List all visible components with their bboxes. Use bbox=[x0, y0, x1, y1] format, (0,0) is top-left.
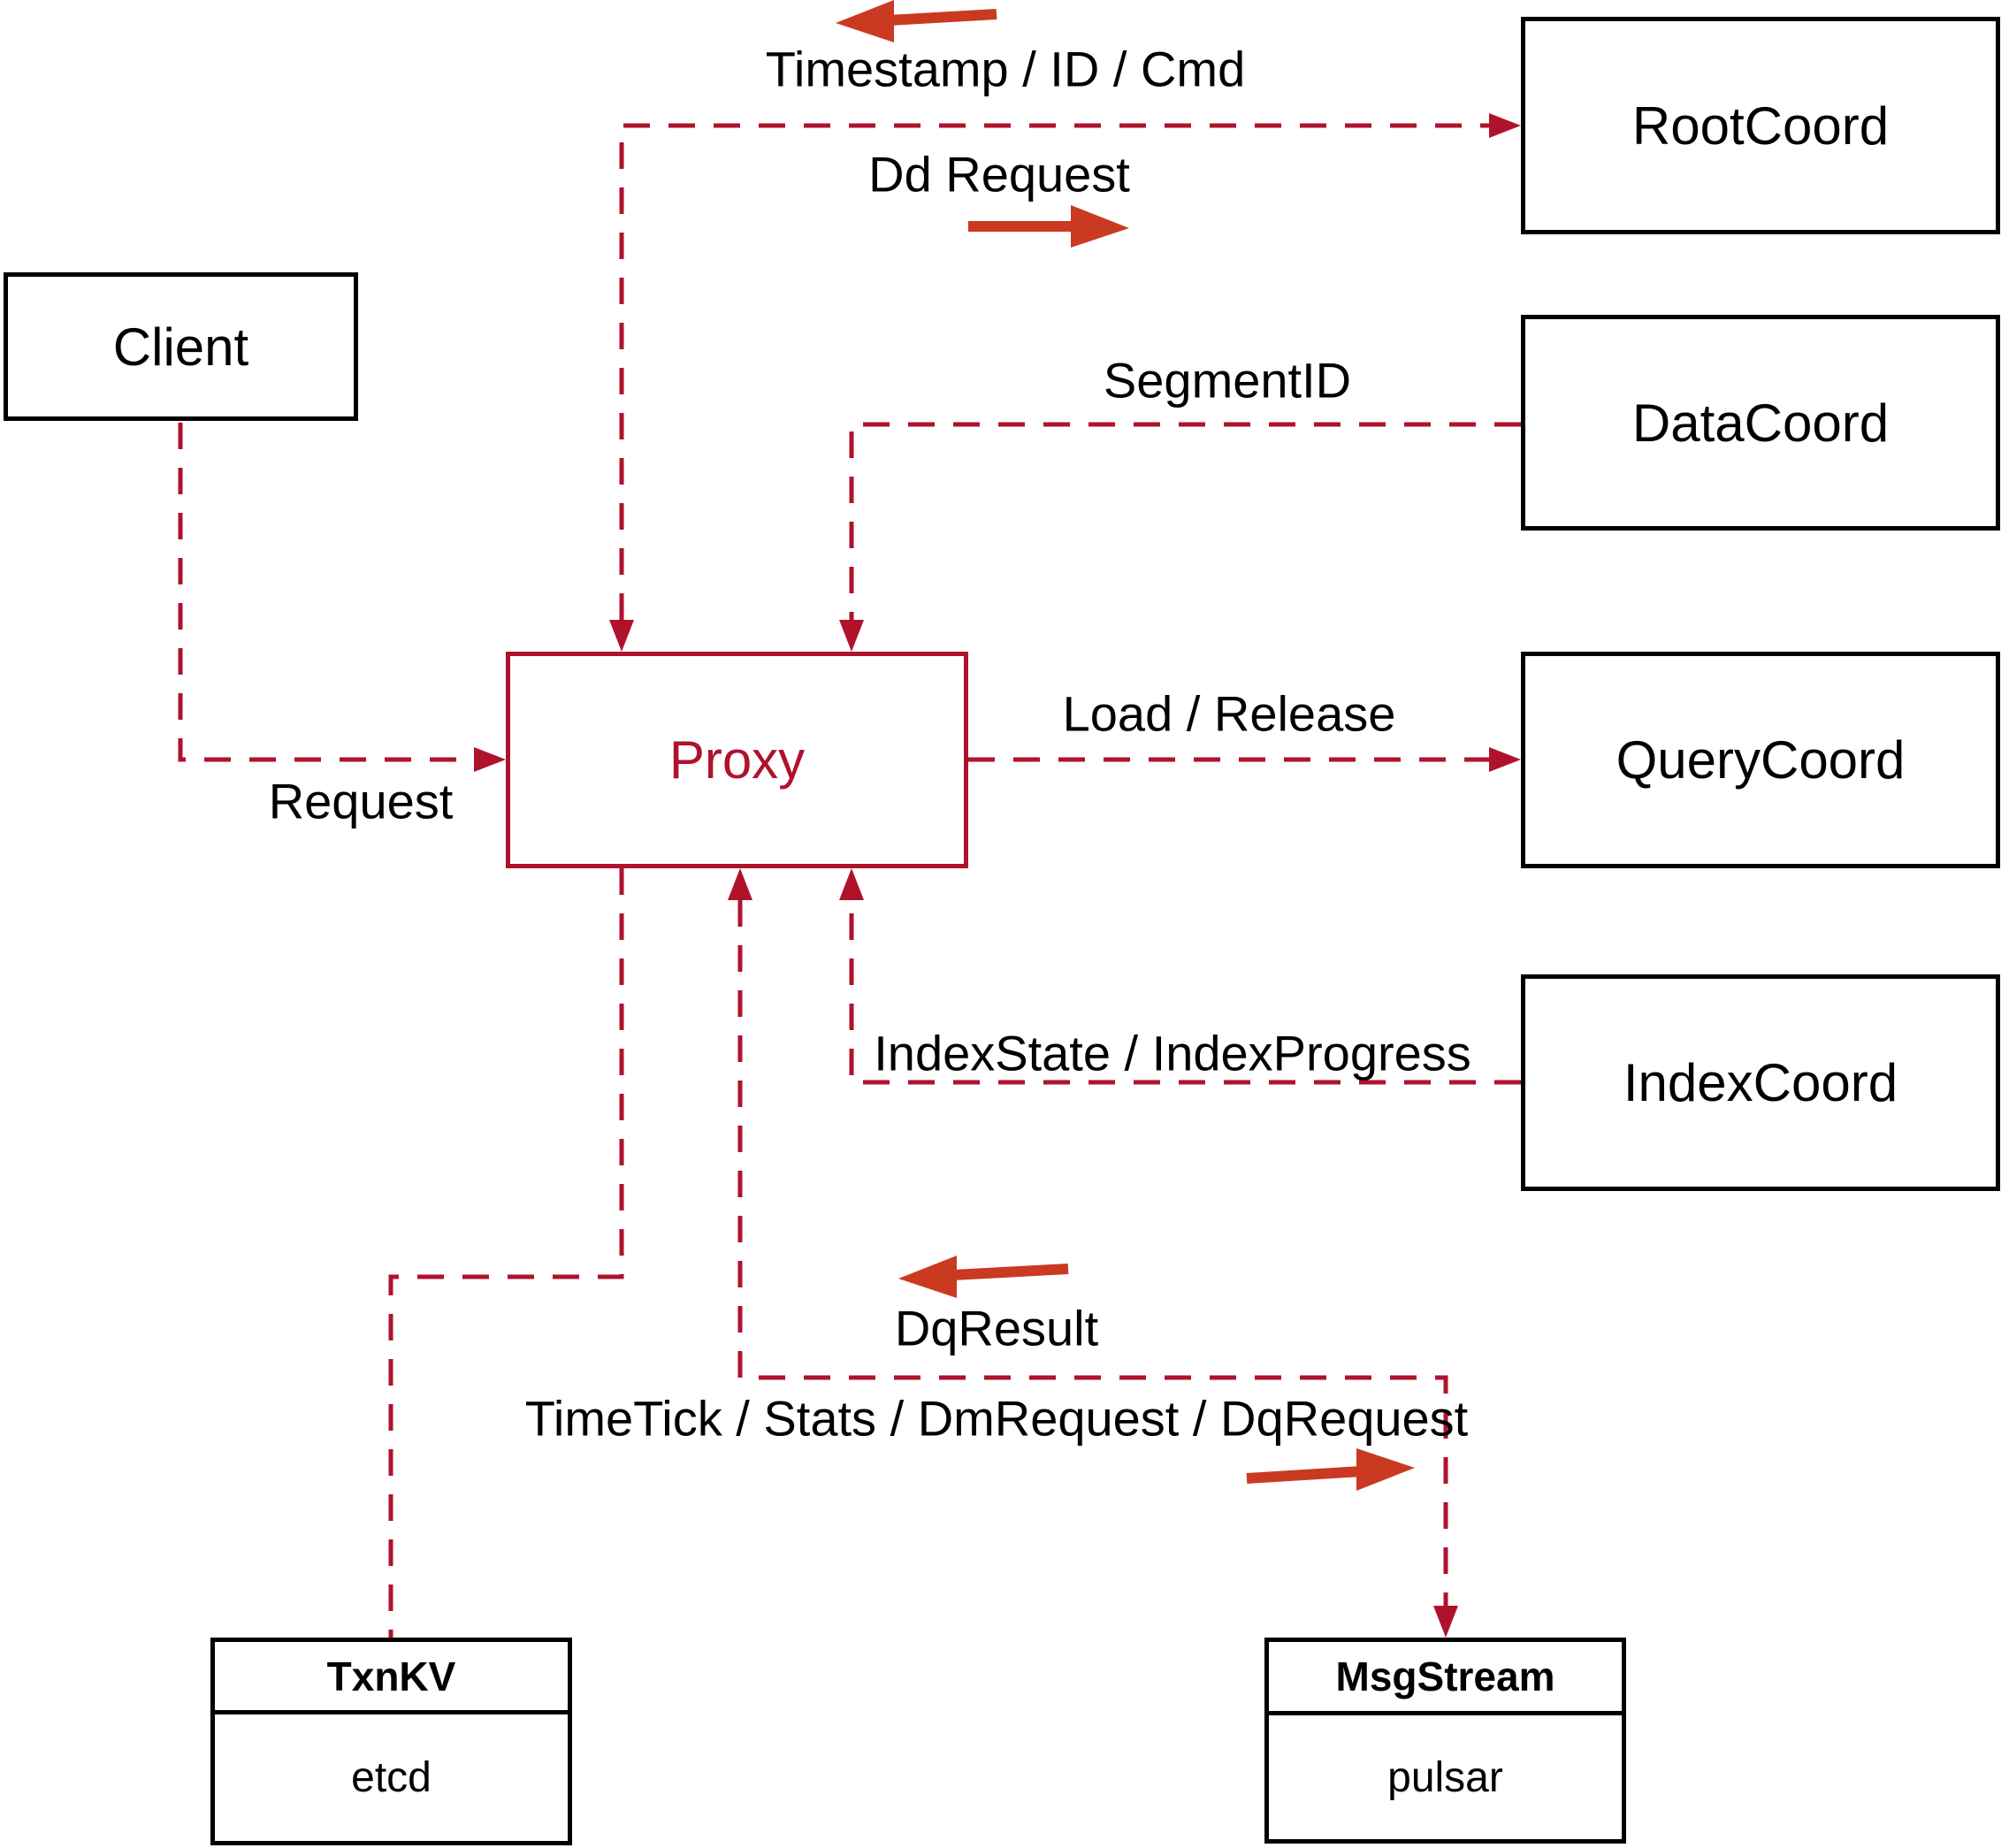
arrowhead-up-into-proxy-icon bbox=[839, 868, 864, 900]
arrowhead-down-into-proxy-icon bbox=[609, 620, 634, 652]
node-querycoord-label: QueryCoord bbox=[1616, 730, 1906, 790]
node-querycoord: QueryCoord bbox=[1521, 652, 2000, 868]
edge-indexcoord-proxy bbox=[839, 868, 1521, 1085]
edge-label-dq-result: DqResult bbox=[894, 1300, 1099, 1356]
node-txnkv-subtitle: etcd bbox=[351, 1754, 432, 1801]
edge-label-dd-request: Dd Request bbox=[868, 146, 1130, 202]
arrowhead-right-into-proxy-icon bbox=[474, 747, 506, 772]
node-txnkv: TxnKV etcd bbox=[210, 1638, 572, 1845]
arrowhead-up-into-proxy-icon bbox=[728, 868, 752, 900]
node-datacoord-label: DataCoord bbox=[1631, 393, 1890, 453]
edge-proxy-rootcoord bbox=[609, 113, 1521, 652]
edge-label-request: Request bbox=[268, 773, 454, 829]
node-msgstream-title: MsgStream bbox=[1269, 1642, 1622, 1715]
edge-datacoord-proxy bbox=[839, 422, 1521, 652]
node-rootcoord: RootCoord bbox=[1521, 17, 2000, 234]
edge-proxy-txnkv bbox=[388, 868, 624, 1638]
node-indexcoord-label: IndexCoord bbox=[1623, 1053, 1898, 1112]
edge-label-index-state: IndexState / IndexProgress bbox=[874, 1025, 1471, 1081]
node-indexcoord: IndexCoord bbox=[1521, 974, 2000, 1191]
node-client: Client bbox=[4, 272, 358, 421]
edge-client-proxy bbox=[178, 423, 506, 772]
node-msgstream-subtitle: pulsar bbox=[1387, 1753, 1503, 1801]
node-client-label: Client bbox=[112, 317, 249, 377]
time-tick-direction-right-arrow-icon bbox=[1246, 1448, 1415, 1491]
dq-result-direction-left-arrow-icon bbox=[898, 1256, 1069, 1298]
edge-label-load-release: Load / Release bbox=[1062, 685, 1396, 742]
arrowhead-down-into-proxy-icon bbox=[839, 620, 864, 652]
node-msgstream: MsgStream pulsar bbox=[1264, 1638, 1626, 1844]
edge-label-timestamp: Timestamp / ID / Cmd bbox=[765, 41, 1246, 97]
node-rootcoord-label: RootCoord bbox=[1631, 95, 1890, 156]
arrowhead-right-into-querycoord-icon bbox=[1489, 747, 1521, 772]
edge-proxy-querycoord bbox=[968, 747, 1521, 772]
dd-request-direction-right-arrow-icon bbox=[968, 205, 1129, 248]
node-proxy-label: Proxy bbox=[668, 730, 806, 790]
edge-label-segment-id: SegmentID bbox=[1103, 352, 1352, 409]
node-txnkv-title: TxnKV bbox=[215, 1642, 568, 1714]
node-proxy: Proxy bbox=[506, 652, 968, 868]
arrowhead-down-into-msgstream-icon bbox=[1433, 1606, 1458, 1638]
node-datacoord: DataCoord bbox=[1521, 315, 2000, 531]
arrowhead-right-into-rootcoord-icon bbox=[1489, 113, 1521, 138]
edge-proxy-msgstream bbox=[728, 868, 1458, 1638]
edge-label-time-tick: TimeTick / Stats / DmRequest / DqRequest bbox=[524, 1390, 1469, 1447]
timestamp-direction-left-arrow-icon bbox=[836, 0, 997, 42]
